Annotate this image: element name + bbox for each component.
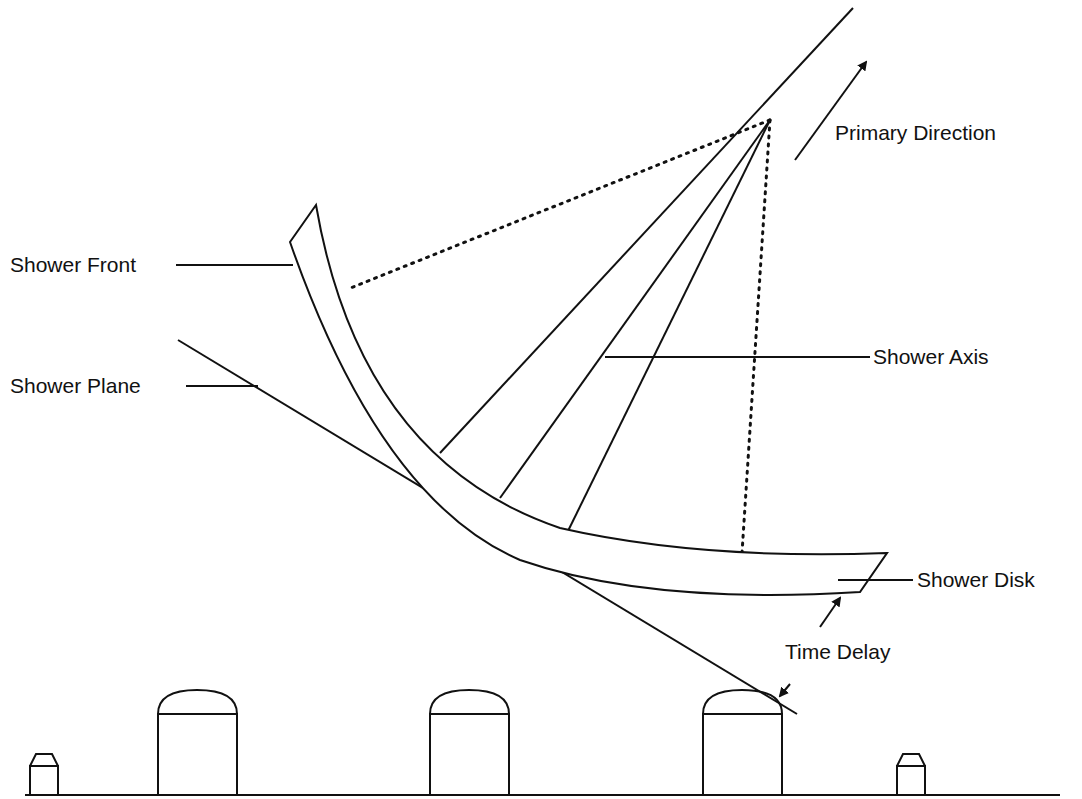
- shower-disk: [290, 205, 887, 595]
- dotted-line: [742, 120, 770, 553]
- direction-arrow: [795, 62, 866, 160]
- primary-track: [440, 8, 853, 453]
- small-hut: [30, 754, 58, 795]
- leader-arrow: [780, 684, 790, 696]
- detector-tank: [430, 690, 509, 795]
- shower-disk-label: Shower Disk: [915, 568, 1037, 591]
- shower-plane-label: Shower Plane: [8, 374, 143, 397]
- axis-line: [568, 120, 770, 531]
- shower-front-label: Shower Front: [8, 253, 138, 276]
- shower-axis-label: Shower Axis: [871, 345, 991, 368]
- primary-direction-label: Primary Direction: [833, 121, 998, 144]
- leader-arrow: [820, 598, 840, 627]
- detector-tank: [703, 690, 782, 795]
- leader-line: [605, 356, 870, 358]
- small-hut: [897, 754, 925, 795]
- leader-line: [176, 264, 293, 266]
- axis-line: [500, 120, 770, 498]
- time-delay-label: Time Delay: [783, 640, 892, 663]
- leader-line: [838, 579, 913, 581]
- leader-line: [186, 385, 258, 387]
- dotted-line: [348, 120, 770, 289]
- detector-tank: [158, 690, 237, 795]
